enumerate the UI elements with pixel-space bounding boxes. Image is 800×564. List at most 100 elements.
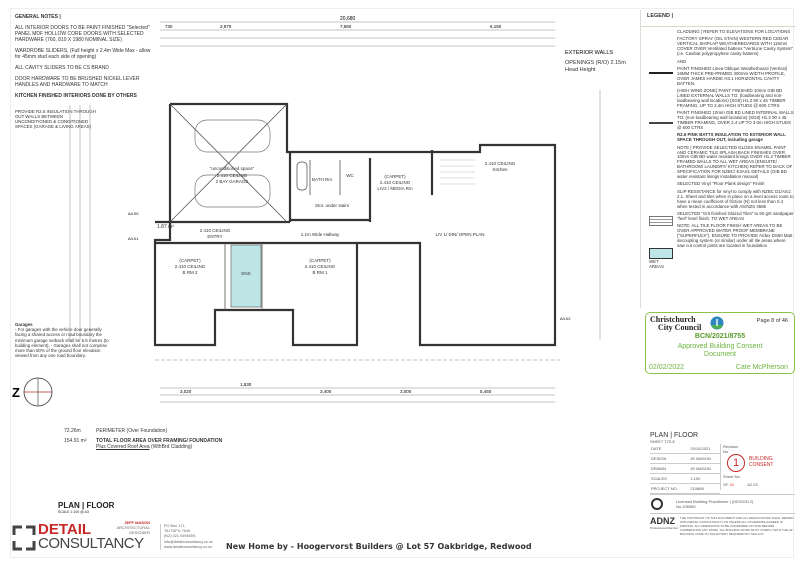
legend-item: PAINT FINISHED 10mm GIB BD LINED INTERNA…	[677, 110, 794, 130]
dimension: 7,680	[340, 24, 352, 29]
contact-line: PO Box 171,	[164, 524, 186, 528]
designer-name: JEFF MASON	[124, 520, 150, 525]
designer-role: DESIGNER	[129, 530, 150, 535]
legend-item: PAINT FINISHED Linea Oblique Weatherboar…	[677, 65, 788, 86]
room-label: 2 BAY GARAGE	[216, 179, 249, 184]
ensuite-tiles	[230, 244, 262, 308]
note: ALL CAVITY SLIDERS TO BE CS BRAND	[15, 65, 109, 71]
drawing-title: PLAN | FLOOR	[58, 501, 115, 510]
legend-swatch-internal	[649, 122, 673, 124]
room-label: Stor. under stairs	[315, 203, 350, 208]
svg-text:Z: Z	[12, 385, 20, 400]
row-label: SCALES	[650, 473, 690, 484]
sheet-title: PLAN | FLOOR	[650, 432, 699, 439]
section-marker: A4.01	[128, 236, 139, 241]
adnz-subtext: Professional Member	[650, 526, 679, 530]
designer-role: ARCHITECTURAL	[116, 525, 150, 530]
legend-item: NOTE: ALL TILE FLOOR FINISH WET AREAS TO…	[677, 223, 793, 248]
legend-item: R2.6 PINK BATTS INSULATION TO EXTERIOR W…	[677, 132, 786, 143]
roof-area-label: Plus Covered Roof Area	[96, 444, 150, 450]
room-label: 1.1m Wide Hallway	[301, 232, 340, 237]
room-label: 2.410 CEILING	[380, 180, 411, 185]
legend-title: LEGEND |	[641, 10, 796, 27]
contact-line: (NZ) 021 0494659,	[164, 534, 196, 539]
contact-info: PO Box 171, TAI TAPU 7645 (NZ) 021 04946…	[160, 524, 213, 551]
lbp-text: Licensed Building Practitioner | (DESIGN…	[676, 499, 754, 509]
project-title: New Home by - Hoogervorst Builders @ Lot…	[226, 542, 532, 551]
legend-panel: LEGEND | WET AREAS CLADDING | REFER TO E…	[640, 10, 796, 308]
dimension: 3,400	[320, 389, 332, 394]
room-label: (CARPET)	[384, 174, 406, 179]
dimension: 6,150	[490, 24, 502, 29]
row-value: JK MASON	[689, 453, 720, 464]
roof-area-suffix: (WthBrd Cladding)	[151, 444, 193, 450]
revision-description: BUILDING CONSENT	[749, 456, 774, 468]
revision-number: 1	[727, 454, 745, 472]
lbp-logo-icon	[651, 498, 663, 510]
dimension: 3,020	[180, 389, 192, 394]
note: ALL INTERIOR DOORS TO BE PAINT FINISHED …	[15, 25, 150, 43]
exterior-walls-label: EXTERIOR WALLS	[565, 50, 613, 56]
row-value: 210868	[689, 483, 720, 494]
legend-wet-areas-label: WET AREAS	[649, 259, 664, 269]
room-label: 2.410 CEILING	[485, 161, 516, 166]
sheet-title-label: SHEET TITLE	[650, 439, 676, 444]
insulation-note: PROVIDE R2.6 INSULATION THROUGH OUT WALL…	[15, 109, 96, 129]
room-label: (CARPET)	[179, 258, 201, 263]
dimension: 2,970	[220, 24, 232, 29]
legend-item: SELECTED Vinyl "Floor Plank design" Fini…	[677, 181, 765, 187]
dimension: 3,000	[400, 389, 412, 394]
legend-item: (HIGH WIND ZONE) PAINT FINISHED 10mm GIB…	[677, 88, 786, 108]
legend-item: CLADDING | REFER TO ELEVATIONS FOR LOCAT…	[677, 29, 791, 34]
room-label: WC	[346, 173, 354, 178]
dimension: 1,530	[240, 382, 252, 387]
general-notes: GENERAL NOTES | ALL INTERIOR DOORS TO BE…	[15, 14, 155, 134]
legend-item: AND	[677, 58, 687, 64]
floor-plan: 20,680 730 2,970 7,680 6,150 3,020 1,530…	[69, 16, 613, 403]
council-logo-icon	[710, 316, 724, 330]
dimension: 730	[165, 24, 173, 29]
logo-consultancy: CONSULTANCY	[38, 535, 144, 552]
porch-area: 1.87 m²	[157, 224, 174, 230]
room-label: LIV2 / MEDIA Rm	[377, 186, 413, 191]
room-label: 2.410 CEILING	[200, 228, 231, 233]
council-name-line: City Council	[658, 323, 702, 332]
room-label: ENS	[241, 271, 250, 276]
garage-note: Garages - For garages with the vehicle d…	[15, 322, 110, 358]
room-label: B RM 2	[182, 270, 198, 275]
room-label: 2.410 CEILING	[175, 264, 206, 269]
legend-swatch-wet-areas	[649, 248, 673, 259]
note: DOOR HARDWARE TO BE BRUSHED NICKEL LEVER…	[15, 76, 140, 88]
logo-bracket-icon	[12, 525, 36, 551]
row-value: 20/10/2021	[689, 444, 720, 454]
perimeter-value: 72.26m	[64, 428, 81, 434]
drawing-scale: SCALE 1:100 @ A3	[58, 510, 89, 514]
room-label: 2.410 CEILING	[305, 264, 336, 269]
designer-info: JEFF MASON ARCHITECTURAL DESIGNER	[105, 520, 150, 535]
bathtub-icon	[296, 161, 308, 191]
section-marker: A4.02	[560, 316, 571, 321]
room-label: (CARPET)	[309, 258, 331, 263]
garage-note-heading: Garages	[15, 322, 33, 327]
sheet-number: A2.03	[747, 482, 758, 487]
adnz-text: ADNZ	[650, 516, 675, 526]
approving-officer: Cate McPherson	[735, 364, 788, 371]
overall-dimension: 20,680	[340, 16, 356, 22]
floor-area-value: 154.91 m²	[64, 438, 87, 444]
row-label: DRAWN	[650, 463, 690, 474]
page-number: Page 8 of 46	[756, 318, 788, 324]
contact-line: TAI TAPU 7645	[164, 529, 190, 534]
of-value: 41	[729, 482, 735, 487]
room-label: 2.410 CEILING	[217, 173, 248, 178]
section-marker: A4.00	[128, 211, 139, 216]
room-label: B RM 1	[312, 270, 328, 275]
copyright-text: THE COPYRIGHT OF THIS DOCUMENT AND ALL D…	[680, 516, 794, 536]
legend-item: SLIP RESISTANCE for vinyl to comply with…	[677, 188, 794, 209]
note: WARDROBE SLIDERS, (Full height x 2.4m Wi…	[15, 48, 151, 60]
contact-website: www.detailconsultancy.co.nz	[164, 544, 213, 549]
